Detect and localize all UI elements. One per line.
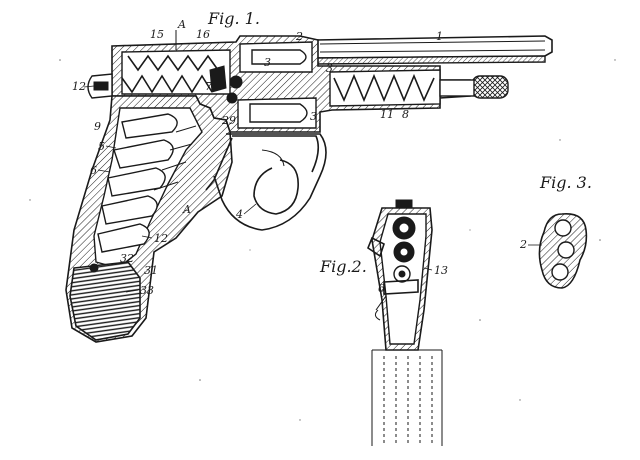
label-3b: 3 bbox=[326, 62, 333, 75]
label-32: 32 bbox=[120, 252, 134, 265]
label-1: 1 bbox=[436, 30, 443, 43]
fig2-label-6: 6 bbox=[378, 282, 385, 295]
label-6: 6 bbox=[90, 164, 97, 177]
label-3a: 3 bbox=[264, 56, 271, 69]
label-4: 4 bbox=[235, 208, 243, 221]
label-12-top: 12 bbox=[72, 80, 86, 93]
label-A-bottom: A bbox=[182, 203, 191, 216]
fig3-title: Fig. 3. bbox=[539, 173, 592, 192]
fig3-label-2: 2 bbox=[519, 238, 527, 251]
fig2-section: Fig.2. 6 13 bbox=[319, 199, 448, 446]
label-5: 5 bbox=[98, 140, 105, 153]
label-31: 31 bbox=[144, 264, 158, 277]
fig2-title: Fig.2. bbox=[319, 257, 367, 276]
grip-panel bbox=[69, 261, 141, 341]
upper-spring bbox=[127, 54, 219, 72]
magazine-cartridges bbox=[97, 113, 178, 253]
fig1-pistol bbox=[65, 30, 553, 343]
label-A-top: A bbox=[177, 18, 186, 31]
fig2-label-13: 13 bbox=[434, 264, 448, 277]
front-spring bbox=[333, 73, 435, 103]
trigger bbox=[253, 159, 299, 215]
label-2: 2 bbox=[295, 30, 303, 43]
label-9: 9 bbox=[94, 120, 101, 133]
trigger-guard bbox=[213, 133, 327, 231]
label-16: 16 bbox=[196, 28, 210, 41]
label-12-bottom: 12 bbox=[154, 232, 168, 245]
main-spring bbox=[121, 74, 213, 94]
label-7: 7 bbox=[205, 80, 212, 93]
fig1-labels: Fig. 1. 1 2 15 16 A 3 3 3 7 12 29 11 8 9… bbox=[72, 9, 443, 297]
barrel bbox=[315, 35, 553, 65]
label-11: 11 bbox=[380, 108, 394, 121]
paper-specks bbox=[29, 59, 616, 421]
label-3c: 3 bbox=[310, 110, 317, 123]
label-33: 33 bbox=[140, 284, 154, 297]
fig1-title: Fig. 1. bbox=[207, 9, 260, 28]
knurled-nut bbox=[471, 75, 509, 99]
fig3-plate: Fig. 3. 2 bbox=[519, 173, 592, 289]
label-15: 15 bbox=[150, 28, 164, 41]
label-29: 29 bbox=[221, 114, 236, 127]
label-8: 8 bbox=[402, 108, 409, 121]
